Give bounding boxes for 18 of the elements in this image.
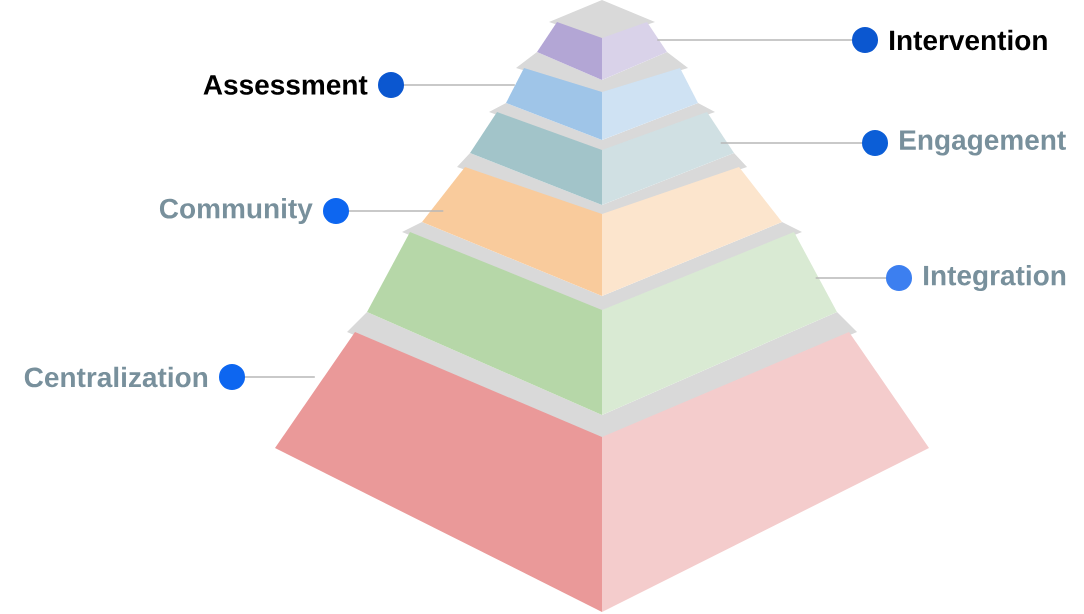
leader-line xyxy=(656,27,878,53)
leader-line xyxy=(378,72,516,98)
pyramid-tier xyxy=(367,222,837,415)
pyramid-tier xyxy=(506,52,698,140)
tier-label: Community xyxy=(159,197,313,225)
leader-line xyxy=(815,265,912,291)
pyramid-tier xyxy=(275,312,929,612)
leader-line xyxy=(219,364,316,390)
pyramid-tier xyxy=(470,103,734,205)
pyramid-tier xyxy=(422,153,782,296)
tier-label: Integration xyxy=(924,264,1066,292)
tier-label: Centralization xyxy=(24,366,208,388)
leader-line xyxy=(720,130,888,156)
tier-label: Intervention xyxy=(890,29,1047,51)
tier-label: Assessment xyxy=(203,75,368,95)
pyramid-tier xyxy=(537,0,667,80)
leader-line xyxy=(323,198,444,224)
tier-label: Engagement xyxy=(900,130,1066,156)
